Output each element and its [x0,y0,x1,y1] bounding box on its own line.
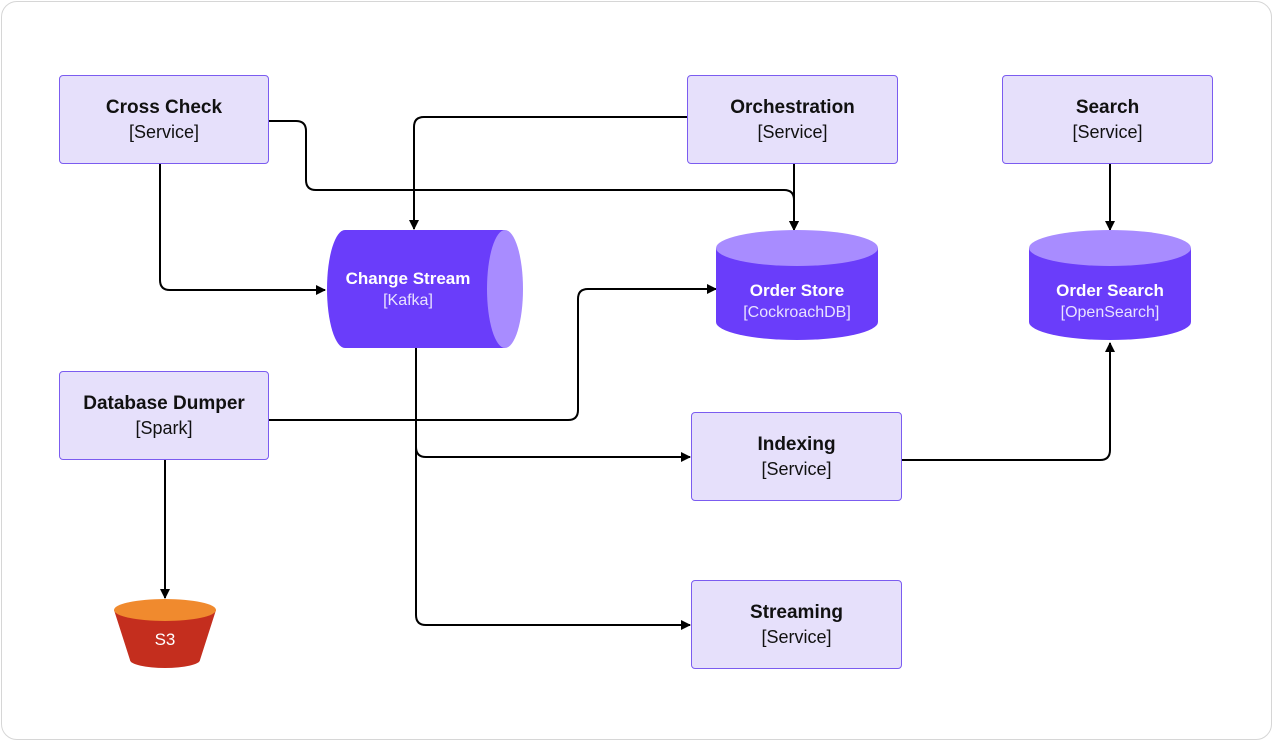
order-search-type: [OpenSearch] [1060,304,1160,321]
edge-changestream-to-streaming [415,447,691,630]
order-store-type: [CockroachDB] [743,304,851,321]
order-search-label[interactable]: Order Search [OpenSearch] [1029,272,1191,332]
edge-crosscheck-to-changestream [159,164,326,295]
indexing-service[interactable]: Indexing [Service] [691,412,902,501]
edge-dumper-to-orderstore [269,284,717,421]
database-dumper-title: Database Dumper [83,392,245,414]
database-dumper-service[interactable]: Database Dumper [Spark] [59,371,269,460]
search-service[interactable]: Search [Service] [1002,75,1213,164]
indexing-title: Indexing [757,433,836,455]
order-store-label[interactable]: Order Store [CockroachDB] [716,272,878,332]
edge-changestream-to-indexing [415,348,691,462]
orchestration-service[interactable]: Orchestration [Service] [687,75,898,164]
edge-orchestration-to-changestream [409,116,687,230]
edge-crosscheck-to-orderstore [269,120,799,231]
change-stream-title: Change Stream [345,269,471,288]
order-store-cylinder [716,230,878,340]
change-stream-cylinder [327,230,523,348]
change-stream-type: [Kafka] [383,292,433,309]
cross-check-type: [Service] [128,121,200,142]
order-search-cylinder [1029,230,1191,340]
cross-check-service[interactable]: Cross Check [Service] [59,75,269,164]
order-store-title: Order Store [749,281,845,300]
indexing-type: [Service] [761,458,832,479]
connectors [159,116,1115,630]
edge-indexing-to-ordersearch [902,342,1115,461]
database-dumper-type: [Spark] [135,417,193,438]
s3-bucket-icon [114,599,216,668]
s3-label[interactable]: S3 [154,630,176,649]
streaming-service[interactable]: Streaming [Service] [691,580,902,669]
cross-check-title: Cross Check [105,96,223,118]
streaming-title: Streaming [750,601,843,623]
search-type: [Service] [1072,121,1143,142]
search-title: Search [1075,96,1140,118]
order-search-title: Order Search [1056,281,1164,300]
orchestration-type: [Service] [757,121,828,142]
streaming-type: [Service] [761,626,832,647]
change-stream-label[interactable]: Change Stream [Kafka] [327,260,489,320]
orchestration-title: Orchestration [730,96,855,118]
